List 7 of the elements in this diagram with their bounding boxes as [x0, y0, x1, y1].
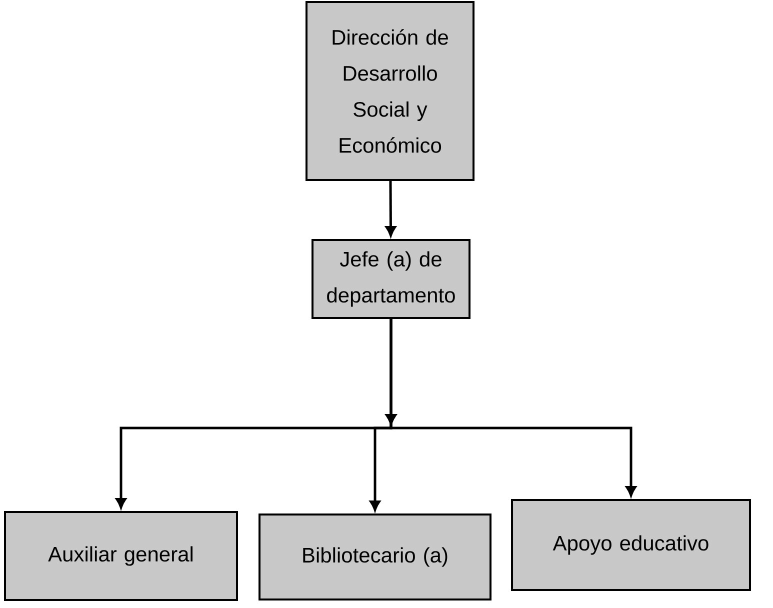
arrow [386, 181, 396, 236]
org-box: Apoyo educativo [511, 499, 751, 591]
org-box: Dirección de Desarrollo Social y Económico [306, 1, 474, 181]
org-box: Bibliotecario (a) [258, 514, 492, 600]
org-box: Jefe (a) de departamento [312, 239, 470, 319]
org-box: Auxiliar general [4, 511, 238, 601]
arrow [386, 319, 636, 496]
